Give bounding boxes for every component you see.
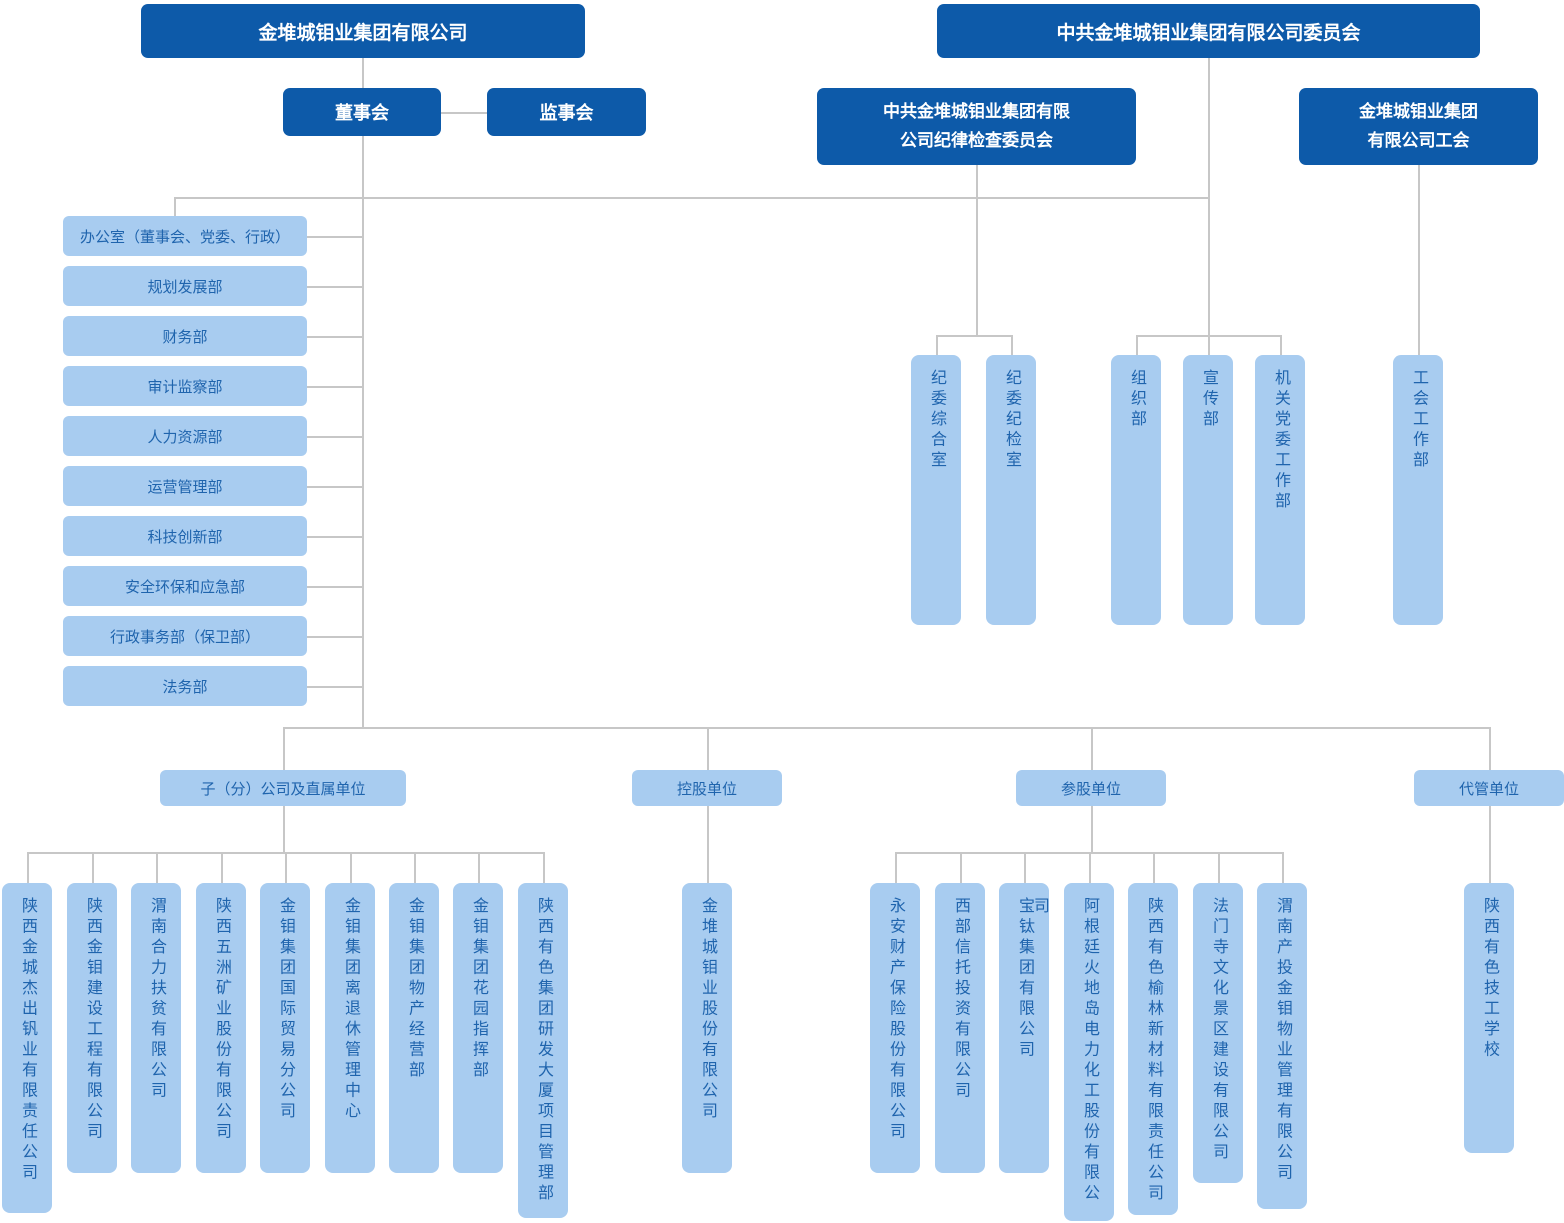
category-subsidiaries: 子（分）公司及直属单位 [160, 770, 406, 806]
unit-shareholding: 法门寺文化景区建设有限公司 [1193, 883, 1243, 1183]
connector-line [1208, 335, 1210, 355]
connector-line [1091, 806, 1093, 852]
dept-operations: 运营管理部 [63, 466, 307, 506]
connector-line [1024, 852, 1026, 883]
dept-organization: 组织部 [1111, 355, 1161, 625]
connector-line [283, 806, 285, 852]
connector-line [441, 112, 487, 114]
connector-line [936, 335, 1011, 337]
connector-line [307, 336, 362, 338]
connector-line [307, 286, 362, 288]
connector-line [283, 727, 285, 770]
connector-line [414, 852, 416, 883]
unit-managed: 陕西有色技工学校 [1464, 883, 1514, 1153]
connector-line [478, 852, 480, 883]
dept-audit: 审计监察部 [63, 366, 307, 406]
connector-line [350, 852, 352, 883]
unit-subsidiary: 陕西五洲矿业股份有限公司 [196, 883, 246, 1173]
unit-shareholding: 宝钛集团有限公司 [999, 883, 1049, 1173]
category-managed-units: 代管单位 [1414, 770, 1564, 806]
unit-subsidiary: 金钼集团花园指挥部 [453, 883, 503, 1173]
dept-planning: 规划发展部 [63, 266, 307, 306]
connector-line [307, 486, 362, 488]
connector-line [1011, 335, 1013, 355]
dept-union-work: 工会工作部 [1393, 355, 1443, 625]
connector-line [307, 536, 362, 538]
connector-line [285, 852, 287, 883]
connector-line [362, 58, 364, 88]
unit-shareholding: 永安财产保险股份有限公司 [870, 883, 920, 1173]
connector-line [1089, 852, 1091, 883]
connector-line [543, 852, 545, 883]
connector-line [707, 806, 709, 883]
connector-line [362, 136, 364, 727]
dept-legal: 法务部 [63, 666, 307, 706]
dept-admin-affairs: 行政事务部（保卫部） [63, 616, 307, 656]
connector-line [283, 727, 1489, 729]
box-party-committee: 中共金堆城钼业集团有限公司委员会 [937, 4, 1480, 58]
connector-line [895, 852, 1282, 854]
connector-line [1136, 335, 1138, 355]
category-holding-units: 控股单位 [632, 770, 782, 806]
unit-shareholding: 渭南产投金钼物业管理有限公司 [1257, 883, 1307, 1209]
connector-line [895, 852, 897, 883]
unit-shareholding: 西部信托投资有限公司 [935, 883, 985, 1173]
box-board-of-directors: 董事会 [283, 88, 441, 136]
unit-holding: 金堆城钼业股份有限公司 [682, 883, 732, 1173]
connector-line [92, 852, 94, 883]
box-group-company: 金堆城钼业集团有限公司 [141, 4, 585, 58]
unit-subsidiary: 陕西金钼建设工程有限公司 [67, 883, 117, 1173]
connector-line [976, 165, 978, 335]
connector-line [936, 335, 938, 355]
connector-line [307, 686, 362, 688]
unit-subsidiary: 陕西金城杰出钒业有限责任公司 [2, 883, 52, 1213]
box-supervisory-board: 监事会 [487, 88, 646, 136]
unit-shareholding: 阿根廷火地岛电力化工股份有限公司 [1031, 883, 1114, 1221]
box-labor-union: 金堆城钼业集团 有限公司工会 [1299, 88, 1538, 165]
unit-subsidiary: 金钼集团物产经营部 [389, 883, 439, 1173]
connector-line [1418, 165, 1420, 355]
unit-subsidiary: 金钼集团离退休管理中心 [325, 883, 375, 1173]
unit-subsidiary: 金钼集团国际贸易分公司 [260, 883, 310, 1173]
dept-discipline-inspection-office: 纪委纪检室 [986, 355, 1036, 625]
connector-line [1218, 852, 1220, 883]
dept-office: 办公室（董事会、党委、行政） [63, 216, 307, 256]
box-discipline-committee: 中共金堆城钼业集团有限 公司纪律检查委员会 [817, 88, 1136, 165]
connector-line [1280, 335, 1282, 355]
connector-line [307, 436, 362, 438]
connector-line [27, 852, 29, 883]
dept-discipline-general-office: 纪委综合室 [911, 355, 961, 625]
connector-line [1489, 727, 1491, 770]
connector-line [174, 197, 1208, 199]
dept-safety: 安全环保和应急部 [63, 566, 307, 606]
category-shareholding-units: 参股单位 [1016, 770, 1166, 806]
connector-line [960, 852, 962, 883]
unit-shareholding: 陕西有色榆林新材料有限责任公司 [1128, 883, 1178, 1215]
dept-party-work: 机关党委工作部 [1255, 355, 1305, 625]
connector-line [307, 236, 362, 238]
connector-line [307, 586, 362, 588]
connector-line [221, 852, 223, 883]
connector-line [1208, 58, 1210, 335]
connector-line [707, 727, 709, 770]
dept-finance: 财务部 [63, 316, 307, 356]
dept-hr: 人力资源部 [63, 416, 307, 456]
dept-tech-innovation: 科技创新部 [63, 516, 307, 556]
connector-line [1489, 806, 1491, 883]
connector-line [174, 197, 176, 216]
connector-line [307, 386, 362, 388]
connector-line [307, 636, 362, 638]
connector-line [1091, 727, 1093, 770]
connector-line [156, 852, 158, 883]
unit-subsidiary: 陕西有色集团研发大厦项目管理部 [518, 883, 568, 1218]
dept-propaganda: 宣传部 [1183, 355, 1233, 625]
connector-line [1153, 852, 1155, 883]
unit-subsidiary: 渭南合力扶贫有限公司 [131, 883, 181, 1173]
connector-line [1282, 852, 1284, 883]
